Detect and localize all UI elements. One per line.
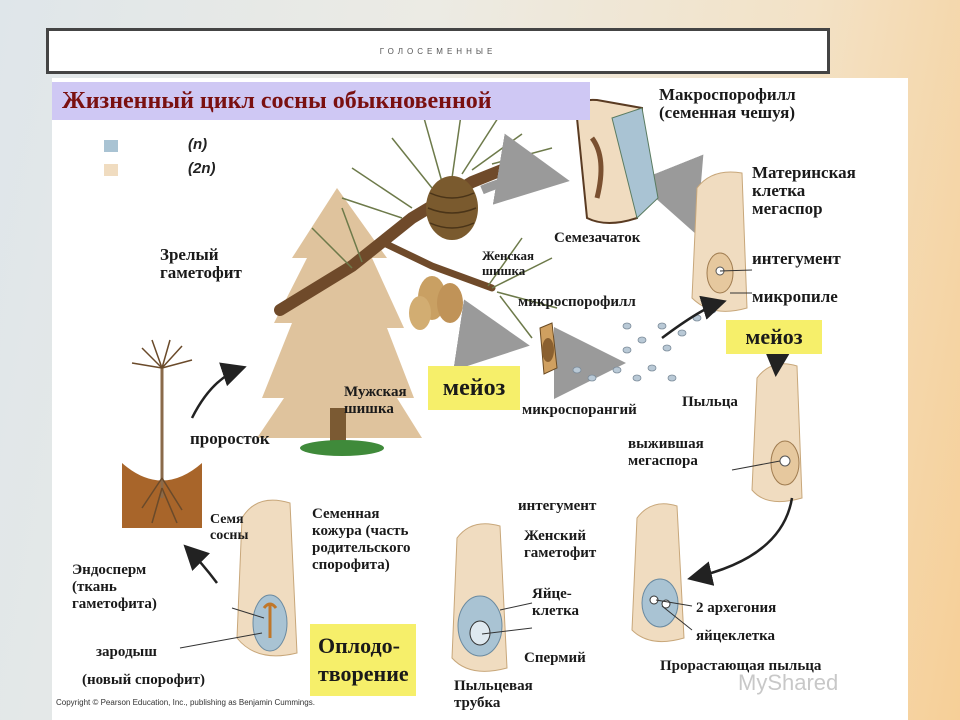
label-megaspore-mother-cell: Материнская клетка мегаспор xyxy=(752,163,856,218)
ovule-surviving-megaspore xyxy=(751,363,803,503)
macrosporophyll-scale xyxy=(575,98,659,224)
label-pollen: Пыльца xyxy=(682,394,738,410)
title-banner: Жизненный цикл сосны обыкновенной xyxy=(52,82,590,120)
label-surviving-megaspore: выжившая мегаспора xyxy=(628,436,704,469)
label-microsporangium: микроспорангий xyxy=(522,402,637,418)
watermark: MyShared xyxy=(738,670,839,695)
label-two-archegonia: 2 архегония xyxy=(696,600,777,616)
label-female-gametophyte: Женский гаметофит xyxy=(524,528,597,561)
legend-haploid-label: (n) xyxy=(188,136,208,153)
label-mature-gametophyte: Зрелый гаметофит xyxy=(160,245,242,282)
label-egg-cell: Яйце- клетка xyxy=(532,586,579,619)
label-sperm: Спермий xyxy=(524,650,586,666)
label-seed-coat: Семенная кожура (часть родительского спо… xyxy=(312,506,411,573)
pine-life-cycle-illustration xyxy=(122,98,803,672)
label-microsporophyll: микроспорофилл xyxy=(518,294,636,310)
label-integument-bottom: интегумент xyxy=(518,498,597,514)
label-integument-top: интегумент xyxy=(752,249,841,268)
label-seedling: проросток xyxy=(190,429,270,448)
label-ovule: Семезачаток xyxy=(554,230,641,246)
meiosis-right-highlight: мейоз xyxy=(726,320,822,354)
diagram-title: Жизненный цикл сосны обыкновенной xyxy=(62,87,492,114)
label-new-sporophyte: (новый спорофит) xyxy=(82,672,205,688)
pine-seed xyxy=(236,499,298,657)
meiosis-left-highlight: мейоз xyxy=(428,366,520,410)
grey-arrows xyxy=(453,133,704,399)
legend-haploid-swatch xyxy=(104,140,118,152)
seedling xyxy=(122,339,202,528)
slide-header: ГОЛОСЕМЕННЫЕ xyxy=(46,28,830,74)
label-micropyle: микропиле xyxy=(752,287,838,306)
label-embryo: зародыш xyxy=(96,644,157,660)
legend-diploid-label: (2n) xyxy=(188,160,216,177)
ovule-mother-cell xyxy=(691,171,748,312)
microsporophyll xyxy=(539,322,558,375)
male-cones xyxy=(409,276,463,330)
label-egg-cell-2: яйцеклетка xyxy=(696,628,776,644)
label-female-cone: Женская шишка xyxy=(482,248,535,278)
copyright-text: Copyright © Pearson Education, Inc., pub… xyxy=(56,698,315,707)
label-pine-seed: Семя сосны xyxy=(210,512,249,543)
ovule-archegonia xyxy=(631,503,685,643)
legend-diploid-swatch xyxy=(104,164,118,176)
ovule-fertilization xyxy=(451,523,508,672)
label-macrosporophyll: Макроспорофилл (семенная чешуя) xyxy=(659,85,796,122)
fertilization-highlight: Оплодо- творение xyxy=(310,624,416,696)
label-germinating-pollen: Прорастающая пыльца xyxy=(660,658,822,674)
header-text: ГОЛОСЕМЕННЫЕ xyxy=(379,46,497,56)
pointer-lines xyxy=(179,269,781,649)
label-male-cone: Мужская шишка xyxy=(344,384,407,417)
diagram-panel: Жизненный цикл сосны обыкновенной (n) (2… xyxy=(52,78,908,720)
label-pollen-tube: Пыльцевая трубка xyxy=(454,678,533,711)
label-endosperm: Эндосперм (ткань гаметофита) xyxy=(72,562,157,612)
female-cone xyxy=(426,176,478,240)
pollen-grains xyxy=(572,306,717,382)
